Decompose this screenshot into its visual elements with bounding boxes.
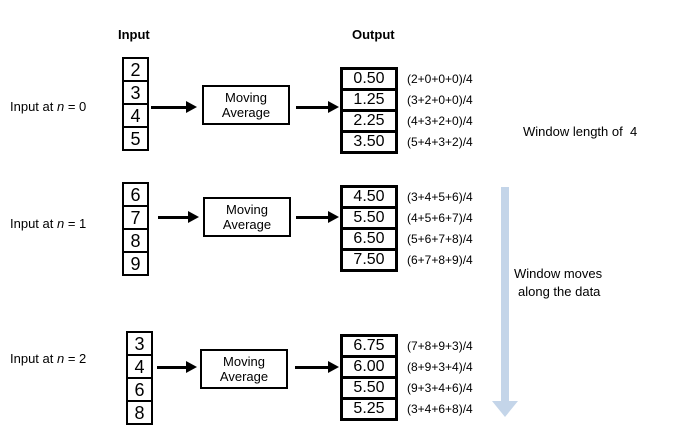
output-formula: (8+9+3+4)/4 xyxy=(407,360,473,374)
moving-average-label-line1: Moving xyxy=(223,354,265,369)
output-formula: (2+0+0+0)/4 xyxy=(407,72,473,86)
output-cell: 5.50 xyxy=(340,206,398,230)
row-label-n2-var: n xyxy=(56,351,65,366)
arrow-shaft xyxy=(295,365,328,369)
row-label-n0-var: n xyxy=(56,99,65,114)
input-cell: 8 xyxy=(122,228,149,253)
arrow-head xyxy=(186,361,197,373)
output-cell: 7.50 xyxy=(340,248,398,272)
right-arrow-icon xyxy=(151,101,197,113)
input-cell: 4 xyxy=(126,354,153,379)
output-formula: (3+4+6+8)/4 xyxy=(407,402,473,416)
row-label-n1: Input at n = 1 xyxy=(10,216,86,231)
output-row: 6.75 (7+8+9+3)/4 xyxy=(340,334,473,358)
output-formula: (6+7+8+9)/4 xyxy=(407,253,473,267)
output-cell: 5.25 xyxy=(340,397,398,421)
moving-average-label-line1: Moving xyxy=(226,202,268,217)
moving-average-label-line2: Average xyxy=(221,105,271,120)
arrow-shaft xyxy=(296,215,328,219)
output-formula: (9+3+4+6)/4 xyxy=(407,381,473,395)
moving-average-box-n2: Moving Average xyxy=(200,349,288,389)
right-arrow-icon xyxy=(158,211,199,223)
input-cell: 9 xyxy=(122,251,149,276)
input-cell: 6 xyxy=(122,182,149,207)
moving-average-label-line2: Average xyxy=(222,217,272,232)
output-formula: (5+6+7+8)/4 xyxy=(407,232,473,246)
output-formula: (3+2+0+0)/4 xyxy=(407,93,473,107)
input-stack-n0: 2 3 4 5 xyxy=(122,57,149,151)
input-stack-n1: 6 7 8 9 xyxy=(122,182,149,276)
row-label-n0: Input at n = 0 xyxy=(10,99,86,114)
row-label-n2: Input at n = 2 xyxy=(10,351,86,366)
output-row: 6.50 (5+6+7+8)/4 xyxy=(340,227,473,251)
output-row: 5.50 (4+5+6+7)/4 xyxy=(340,206,473,230)
arrow-shaft xyxy=(158,215,188,219)
output-group-n2: 6.75 (7+8+9+3)/4 6.00 (8+9+3+4)/4 5.50 (… xyxy=(340,334,473,421)
input-cell: 5 xyxy=(122,126,149,151)
row-label-n0-post: = 0 xyxy=(64,99,87,114)
moving-average-box-n1: Moving Average xyxy=(203,197,291,237)
arrow-head xyxy=(328,101,339,113)
output-row: 2.25 (4+3+2+0)/4 xyxy=(340,109,473,133)
arrow-head xyxy=(186,101,197,113)
output-row: 7.50 (6+7+8+9)/4 xyxy=(340,248,473,272)
output-row: 3.50 (5+4+3+2)/4 xyxy=(340,130,473,154)
output-group-n0: 0.50 (2+0+0+0)/4 1.25 (3+2+0+0)/4 2.25 (… xyxy=(340,67,473,154)
input-cell: 8 xyxy=(126,400,153,425)
window-moves-line2: along the data xyxy=(518,284,601,299)
arrow-head xyxy=(328,211,339,223)
input-stack-n2: 3 4 6 8 xyxy=(126,331,153,425)
input-cell: 3 xyxy=(126,331,153,356)
row-label-n0-pre: Input at xyxy=(10,99,57,114)
row-label-n1-pre: Input at xyxy=(10,216,57,231)
output-column-header: Output xyxy=(352,27,395,42)
down-arrow-head xyxy=(492,401,518,417)
output-cell: 6.00 xyxy=(340,355,398,379)
output-cell: 6.75 xyxy=(340,334,398,358)
input-cell: 6 xyxy=(126,377,153,402)
right-arrow-icon xyxy=(295,361,339,373)
arrow-head xyxy=(188,211,199,223)
row-label-n2-post: = 2 xyxy=(64,351,87,366)
output-cell: 1.25 xyxy=(340,88,398,112)
output-formula: (4+3+2+0)/4 xyxy=(407,114,473,128)
right-arrow-icon xyxy=(296,101,339,113)
output-row: 4.50 (3+4+5+6)/4 xyxy=(340,185,473,209)
output-formula: (7+8+9+3)/4 xyxy=(407,339,473,353)
row-label-n1-var: n xyxy=(56,216,65,231)
input-column-header: Input xyxy=(118,27,150,42)
output-row: 6.00 (8+9+3+4)/4 xyxy=(340,355,473,379)
down-arrow-icon xyxy=(501,187,509,401)
output-row: 1.25 (3+2+0+0)/4 xyxy=(340,88,473,112)
output-cell: 3.50 xyxy=(340,130,398,154)
window-moves-line1: Window moves xyxy=(514,266,603,281)
moving-average-label-line2: Average xyxy=(219,369,269,384)
window-moves-note: Window moves along the data xyxy=(514,265,602,301)
arrow-shaft xyxy=(151,105,186,109)
moving-average-label-line1: Moving xyxy=(225,90,267,105)
output-formula: (5+4+3+2)/4 xyxy=(407,135,473,149)
row-label-n1-post: = 1 xyxy=(64,216,87,231)
arrow-shaft xyxy=(157,365,186,369)
input-cell: 7 xyxy=(122,205,149,230)
input-cell: 2 xyxy=(122,57,149,82)
window-length-note: Window length of 4 xyxy=(523,124,638,139)
arrow-head xyxy=(328,361,339,373)
right-arrow-icon xyxy=(157,361,197,373)
output-formula: (4+5+6+7)/4 xyxy=(407,211,473,225)
input-cell: 3 xyxy=(122,80,149,105)
output-formula: (3+4+5+6)/4 xyxy=(407,190,473,204)
right-arrow-icon xyxy=(296,211,339,223)
input-cell: 4 xyxy=(122,103,149,128)
output-row: 5.25 (3+4+6+8)/4 xyxy=(340,397,473,421)
arrow-shaft xyxy=(296,105,328,109)
moving-average-box-n0: Moving Average xyxy=(202,85,290,125)
row-label-n2-pre: Input at xyxy=(10,351,57,366)
output-group-n1: 4.50 (3+4+5+6)/4 5.50 (4+5+6+7)/4 6.50 (… xyxy=(340,185,473,272)
